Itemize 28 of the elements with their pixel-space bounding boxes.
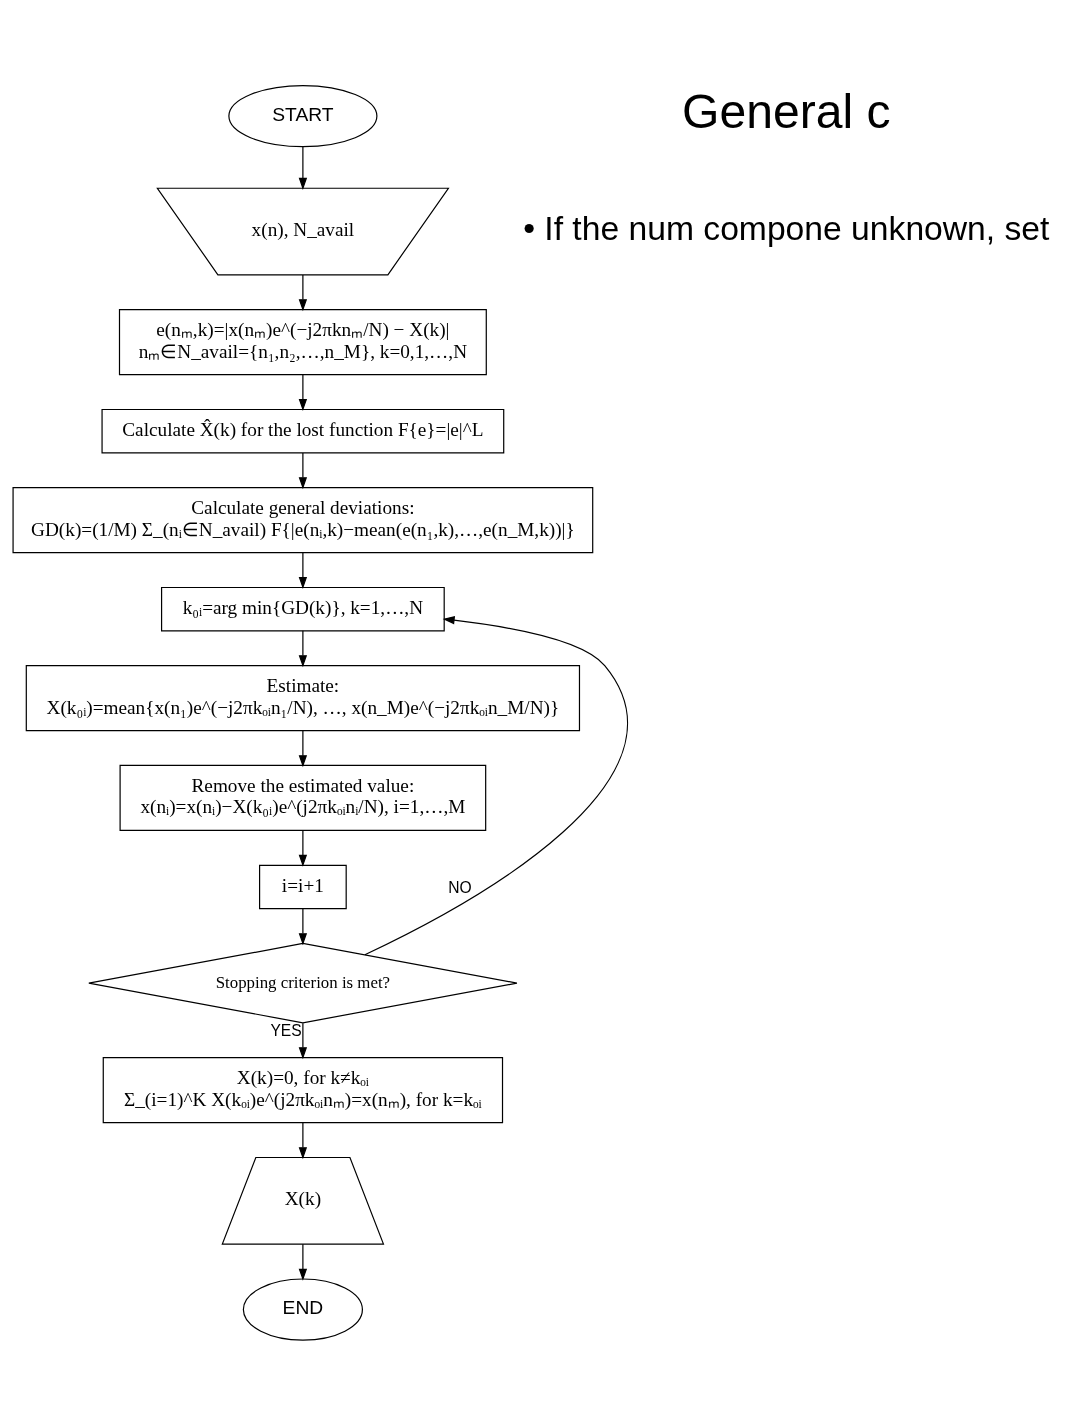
arrow — [298, 374, 308, 411]
arrow — [298, 829, 308, 867]
node-box: Calculate general deviations: GD(k)=(1/M) Σ_(nᵢ∈N_avail) F{|e(nᵢ,k)−mean(e(n₁,k),…,e(n_M,k))|} — [12, 486, 594, 553]
arrow — [298, 1022, 308, 1059]
arrow — [364, 615, 629, 955]
edge-label: NO — [448, 878, 472, 896]
label: General c — [682, 83, 891, 138]
label: • If the num compone unknown, set — [523, 209, 1050, 247]
arrow — [298, 1243, 308, 1281]
arrow — [298, 451, 308, 489]
arrow — [298, 907, 308, 945]
node-box: Remove the estimated value: x(nᵢ)=x(nᵢ)−X(k₀ᵢ)e^(j2πkₒᵢnᵢ/N), i=1,…,M — [119, 764, 487, 831]
node-box: Calculate X̂(k) for the lost function F{e}=|e|^L — [101, 408, 505, 453]
edge-label: YES — [270, 1021, 302, 1039]
node-ellipse: START — [228, 84, 378, 147]
arrow — [298, 145, 308, 190]
arrow — [298, 729, 308, 767]
node-box: k₀ᵢ=arg min{GD(k)}, k=1,…,N — [161, 586, 445, 631]
node-diamond: Stopping criterion is met? — [88, 942, 518, 1023]
arrow — [298, 1121, 308, 1159]
node-ellipse: END — [242, 1277, 363, 1341]
node-box: i=i+1 — [259, 864, 347, 909]
arrow — [298, 629, 308, 667]
arrow — [298, 273, 308, 311]
node-box: X(k)=0, for k≠kₒᵢ Σ_(i=1)^K X(kₒᵢ)e^(j2πkₒᵢnₘ)=x(nₘ), for k=kₒᵢ — [102, 1056, 504, 1123]
node-box: e(nₘ,k)=|x(nₘ)e^(−j2πknₘ/N) − X(k)| nₘ∈N_avail={n₁,n₂,…,n_M}, k=0,1,…,N — [118, 308, 487, 375]
node-box: Estimate: X(k₀ᵢ)=mean{x(n₁)e^(−j2πkₒᵢn₁/N), …, x(n_M)e^(−j2πkₒᵢn_M/N)} — [25, 664, 581, 731]
arrow — [298, 552, 308, 589]
